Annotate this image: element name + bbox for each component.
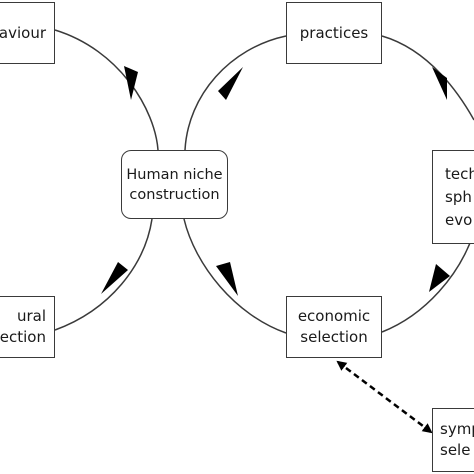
connector-niche-to-practices — [184, 35, 287, 151]
node-tech-label-line-3: evo — [445, 210, 473, 229]
arrowhead-from-tech-lower — [429, 264, 450, 292]
connector-tech-to-economic — [381, 231, 474, 333]
dashed-link-economic-symp — [336, 360, 433, 434]
node-economic-label-line-1: economic — [297, 307, 371, 325]
arrowhead-to-practices — [218, 67, 243, 100]
node-tech: tech sph evo — [432, 150, 474, 244]
connector-niche-to-economic — [183, 218, 287, 334]
node-practices: practices — [286, 2, 382, 64]
node-symp-label-line-2: sele — [440, 441, 471, 459]
node-symp-selection: symp sele — [432, 408, 474, 472]
arrowhead-to-economic-lower-left — [216, 262, 238, 296]
node-economic-selection: economic selection — [286, 296, 382, 358]
node-natural-label-line-2: ection — [0, 328, 46, 346]
node-natural-selection: ural ection — [0, 296, 55, 358]
node-human-niche-construction: Human niche construction — [121, 150, 228, 219]
connector-niche-to-natural — [54, 218, 153, 331]
node-niche-label-line-2: construction — [129, 186, 220, 203]
node-niche-label-line-1: Human niche — [126, 166, 223, 183]
node-tech-label-line-1: tech — [445, 164, 474, 183]
arrowhead-to-natural — [101, 262, 128, 294]
node-natural-label-line-1: ural — [16, 307, 46, 325]
node-behaviour: aviour — [0, 2, 55, 64]
node-symp-label-line-1: symp — [440, 420, 474, 438]
node-tech-label-line-2: sph — [445, 187, 472, 206]
node-behaviour-label: aviour — [0, 23, 46, 42]
node-practices-label: practices — [299, 23, 369, 42]
arrowhead-to-niche-upper-left — [124, 66, 138, 100]
node-economic-label-line-2: selection — [300, 328, 368, 346]
connector-behaviour-to-niche — [54, 29, 159, 151]
arrowhead-to-tech-upper — [432, 67, 447, 100]
connector-practices-to-tech — [381, 35, 474, 121]
